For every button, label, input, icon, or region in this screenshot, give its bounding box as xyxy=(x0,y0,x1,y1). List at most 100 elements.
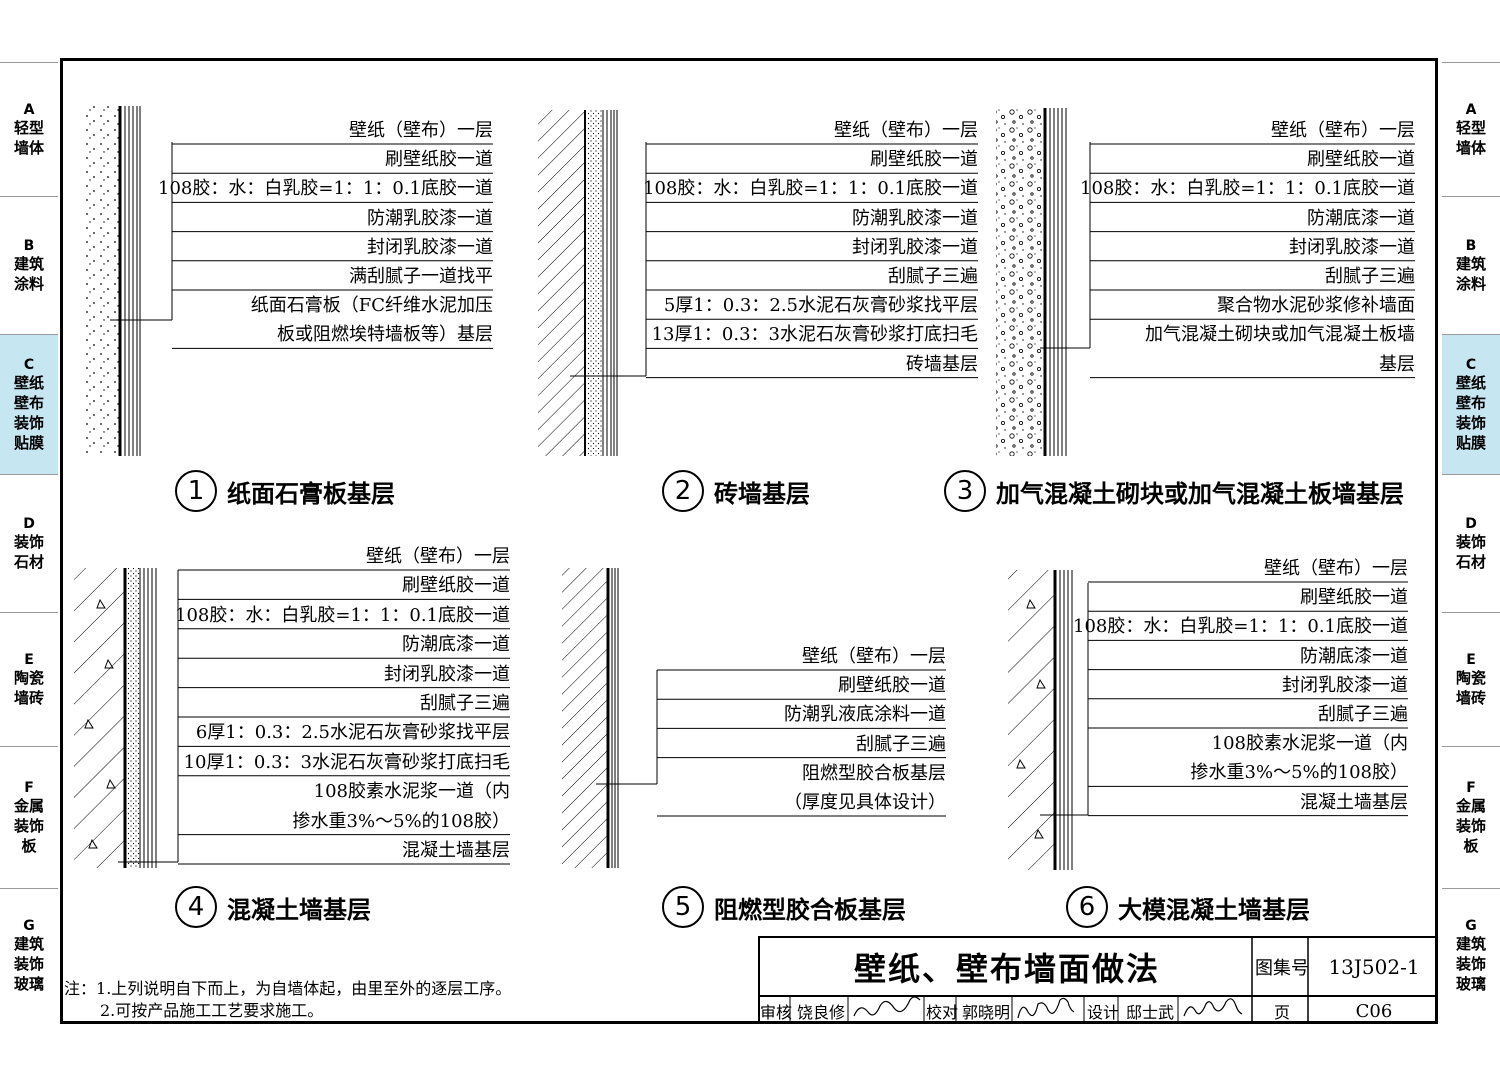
atlas-number: 13J502-1 xyxy=(1328,955,1420,979)
layer-label: 壁纸（壁布）一层 xyxy=(802,646,946,667)
layer-label: 满刮腻子一道找平 xyxy=(349,266,493,287)
layer-label: 刷壁纸胶一道 xyxy=(870,149,978,171)
notes-prefix: 注： xyxy=(64,979,97,998)
side-tab-letter: B xyxy=(23,237,35,254)
reviewer-signature xyxy=(853,996,921,1017)
side-tab-letter: F xyxy=(1466,779,1476,796)
layer-label: 刷壁纸胶一道 xyxy=(1300,587,1408,609)
drawing-frame xyxy=(60,58,1438,1024)
layer-label: 混凝土墙基层 xyxy=(1300,791,1408,813)
side-tab-letter: G xyxy=(23,917,35,934)
side-tab-title: 建筑涂料 xyxy=(13,254,44,293)
side-tab-letter: D xyxy=(23,515,35,532)
layer-label: 108胶：水：白乳胶=1：1：0.1底胶一道 xyxy=(158,178,493,200)
side-tab-title: 建筑装饰玻璃 xyxy=(1455,934,1486,993)
layer-label: 防潮底漆一道 xyxy=(402,634,510,656)
detail-number-badge: 3 xyxy=(944,470,986,512)
layer-label: 10厚1：0.3：3水泥石灰膏砂浆打底扫毛 xyxy=(183,751,510,773)
layer-label: 壁纸（壁布）一层 xyxy=(1271,120,1415,141)
detail-caption-text: 阻燃型胶合板基层 xyxy=(714,895,906,924)
side-tab-title: 轻型墙体 xyxy=(13,118,44,157)
layer-label: 刷壁纸胶一道 xyxy=(385,149,493,171)
layer-label: 防潮底漆一道 xyxy=(1300,645,1408,667)
side-tab-letter: D xyxy=(1465,515,1477,532)
drawing-title: 壁纸、壁布墙面做法 xyxy=(853,950,1160,988)
side-tab-title: 陶瓷墙砖 xyxy=(1455,668,1486,707)
layer-label: 刮腻子三遍 xyxy=(888,266,978,287)
side-tab-title: 陶瓷墙砖 xyxy=(13,668,44,707)
side-tab-letter: G xyxy=(1465,917,1477,934)
layer-label: 壁纸（壁布）一层 xyxy=(349,120,493,141)
layer-label: 壁纸（壁布）一层 xyxy=(1264,558,1408,579)
side-tab-letter: E xyxy=(1466,651,1476,668)
layer-label: 聚合物水泥砂浆修补墙面 xyxy=(1217,295,1415,317)
layer-label: 阻燃型胶合板基层 xyxy=(802,762,946,784)
detail-5-section xyxy=(562,568,658,868)
layer-label: 刮腻子三遍 xyxy=(420,693,510,714)
layer-label: 纸面石膏板（FC纤维水泥加压 xyxy=(250,295,493,317)
title-block-grid xyxy=(758,936,1438,1024)
designer-name: 邸士武 xyxy=(1125,1003,1174,1022)
layer-label: 封闭乳胶漆一道 xyxy=(384,663,510,685)
detail-2-caption: 2 砖墙基层 xyxy=(662,470,810,512)
detail-2-section xyxy=(538,110,647,456)
review-label: 审核 xyxy=(760,1003,793,1022)
layer-label: 防潮乳胶漆一道 xyxy=(852,207,978,229)
detail-4-section xyxy=(74,568,179,868)
side-tab-letter: C xyxy=(23,356,35,373)
detail-3-caption: 3 加气混凝土砌块或加气混凝土板墙基层 xyxy=(944,470,1404,512)
detail-number-badge: 6 xyxy=(1066,886,1108,928)
layer-label: 板或阻燃埃特墙板等）基层 xyxy=(277,324,493,346)
layer-label: 108胶：水：白乳胶=1：1：0.1底胶一道 xyxy=(1073,616,1408,638)
detail-caption-text: 混凝土墙基层 xyxy=(227,895,371,924)
side-tab-title: 装饰石材 xyxy=(13,532,44,571)
detail-caption-text: 砖墙基层 xyxy=(714,479,810,508)
page-label: 页 xyxy=(1273,1003,1290,1022)
side-tab-letter: E xyxy=(24,651,34,668)
side-tab-letter: C xyxy=(1465,356,1477,373)
layer-label: 108胶：水：白乳胶=1：1：0.1底胶一道 xyxy=(643,178,978,200)
layer-label: 混凝土墙基层 xyxy=(402,840,510,861)
layer-leader-lines xyxy=(172,143,1415,865)
atlas-label: 图集号 xyxy=(1255,958,1309,979)
layer-label: 砖墙基层 xyxy=(906,353,978,375)
detail-caption-text: 加气混凝土砌块或加气混凝土板墙基层 xyxy=(996,479,1404,508)
detail-5-caption: 5 阻燃型胶合板基层 xyxy=(662,886,906,928)
reviewer-name: 饶良修 xyxy=(796,1003,845,1022)
layer-label: 108胶：水：白乳胶=1：1：0.1底胶一道 xyxy=(175,604,510,626)
side-tab-letter: B xyxy=(1465,237,1477,254)
detail-caption-text: 大模混凝土墙基层 xyxy=(1118,895,1310,924)
layer-label: 防潮乳液底涂料一道 xyxy=(784,704,946,726)
layer-label: 13厚1：0.3：3水泥石灰膏砂浆打底扫毛 xyxy=(651,324,978,346)
detail-number-badge: 5 xyxy=(662,886,704,928)
detail-3-section xyxy=(996,108,1091,456)
layer-label: （厚度见具体设计） xyxy=(784,792,946,813)
side-tab-letter: A xyxy=(1465,101,1477,118)
title-block: 壁纸、壁布墙面做法 图集号 13J502-1 审核 饶良修 校对 郭晓明 设计 … xyxy=(758,936,1438,1024)
checker-name: 郭晓明 xyxy=(961,1003,1010,1022)
detail-4-caption: 4 混凝土墙基层 xyxy=(175,886,371,928)
layer-label: 刮腻子三遍 xyxy=(1325,266,1415,287)
page-number: C06 xyxy=(1355,1000,1393,1022)
layer-label: 基层 xyxy=(1379,353,1415,375)
detail-number-badge: 1 xyxy=(175,470,217,512)
detail-caption-text: 纸面石膏板基层 xyxy=(227,479,395,508)
notes: 注：1.上列说明自下而上，为自墙体起，由里至外的逐层工序。 2.可按产品施工工艺… xyxy=(64,978,511,1022)
layer-label: 刮腻子三遍 xyxy=(1318,704,1408,725)
layer-label: 封闭乳胶漆一道 xyxy=(1282,674,1408,696)
note-2: 2.可按产品施工工艺要求施工。 xyxy=(100,1001,324,1020)
